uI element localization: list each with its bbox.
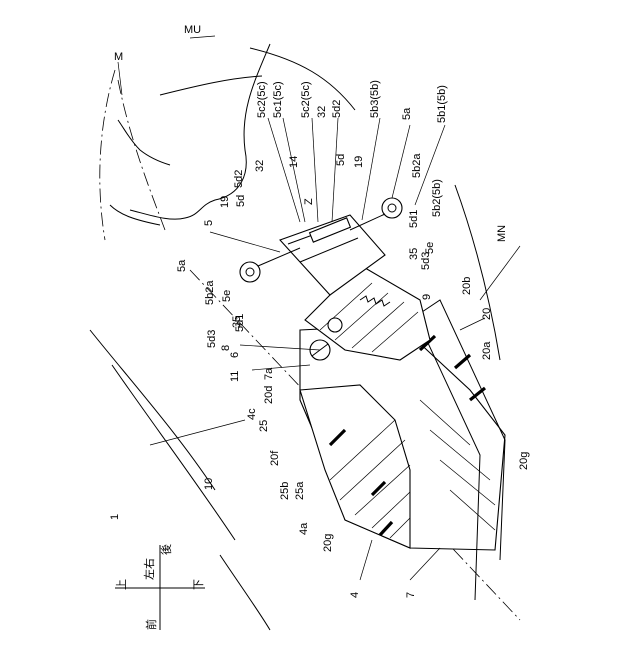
label-9: 9 — [421, 294, 433, 300]
label-25: 25 — [258, 420, 270, 432]
label-19-right: 19 — [353, 156, 365, 168]
label-5b2: 5b2(5b) — [431, 179, 443, 217]
label-6: 6 — [229, 352, 241, 358]
label-4c: 4c — [246, 408, 258, 420]
label-5e-left: 5e — [221, 290, 233, 302]
label-25b: 25b — [279, 482, 291, 500]
direction-left-right-label: 左右 — [142, 558, 156, 580]
label-5a-left: 5a — [176, 259, 188, 272]
label-32-left: 32 — [254, 160, 266, 172]
label-5d1-right: 5d1 — [408, 210, 420, 228]
label-25a: 25a — [294, 481, 306, 500]
label-M: M — [114, 51, 123, 63]
label-20g-right: 20g — [518, 452, 530, 470]
label-20: 20 — [481, 308, 493, 320]
label-5b2a-right: 5b2a — [411, 153, 423, 178]
label-14: 14 — [288, 156, 300, 168]
label-MN: MN — [496, 225, 508, 242]
label-5d2-right: 5d2 — [331, 100, 343, 118]
label-7a: 7a — [263, 367, 275, 380]
label-5b2a-left: 5b2a — [204, 280, 216, 305]
label-20d: 20d — [263, 386, 275, 404]
label-7: 7 — [405, 592, 417, 598]
label-5b1: 5b1(5b) — [436, 85, 448, 123]
direction-front-label: 前 — [144, 619, 158, 630]
label-5d-right: 5d — [335, 154, 347, 166]
label-20f: 20f — [269, 450, 281, 466]
label-20g-left: 20g — [322, 534, 334, 552]
direction-up-label: 上 — [115, 579, 128, 590]
label-5d-left: 5d — [235, 195, 247, 207]
label-11: 11 — [229, 371, 241, 382]
label-20b: 20b — [461, 277, 473, 295]
label-5c2-right: 5c2(5c) — [300, 81, 312, 118]
label-5d2-left: 5d2 — [233, 170, 245, 188]
label-5c2-left: 5c2(5c) — [256, 81, 268, 118]
label-32-right: 32 — [316, 106, 328, 118]
label-8: 8 — [220, 345, 232, 351]
label-5c1: 5c1(5c) — [272, 81, 284, 118]
label-4a: 4a — [298, 522, 310, 535]
direction-back-label: 後 — [159, 544, 173, 555]
label-5a-right: 5a — [401, 107, 413, 120]
direction-key: 上 下 左右 後 前 — [115, 544, 205, 630]
label-10: 10 — [203, 478, 215, 490]
label-20a: 20a — [481, 341, 493, 360]
direction-down-label: 下 — [193, 579, 205, 590]
label-1: 1 — [109, 514, 121, 520]
label-5: 5 — [203, 220, 215, 226]
label-5b3: 5b3(5b) — [369, 80, 381, 118]
label-5d3-left: 5d3 — [206, 330, 218, 348]
label-19-left: 19 — [219, 196, 231, 208]
label-35-right: 35 — [408, 248, 420, 260]
label-4: 4 — [349, 592, 361, 598]
label-MU: MU — [184, 24, 201, 36]
label-5d3-right: 5d3 — [420, 252, 432, 270]
label-5d1-left: 5d1 — [234, 314, 246, 332]
label-z: Z — [303, 198, 315, 205]
